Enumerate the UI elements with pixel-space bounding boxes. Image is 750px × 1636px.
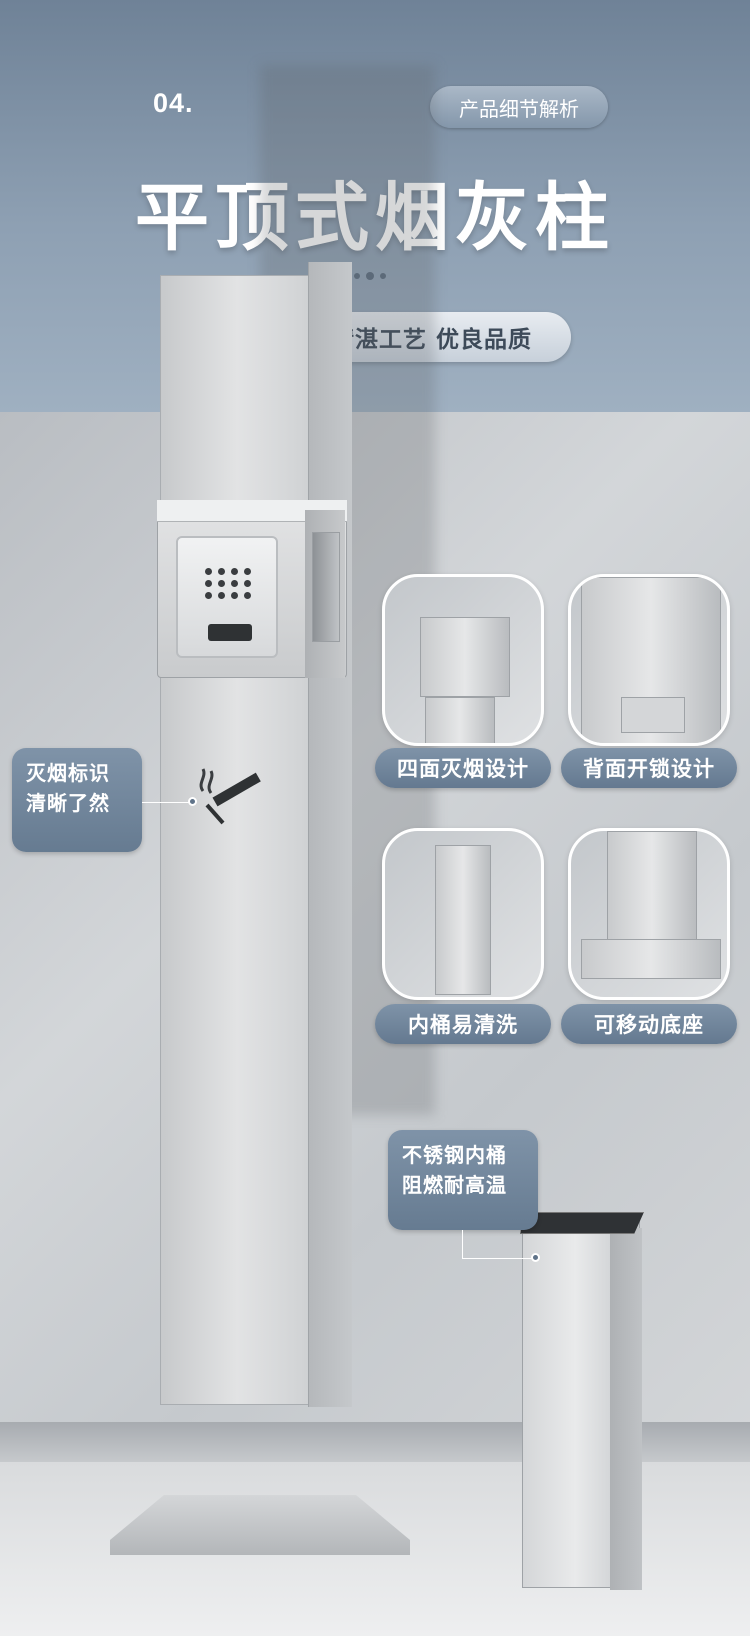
leader-dot xyxy=(188,797,197,806)
thumb-label: 内桶易清洗 xyxy=(375,1004,551,1044)
header-banner: 04. 产品细节解析 平顶式烟灰柱 大气端庄 精湛工艺 优良品质 xyxy=(0,0,750,412)
callout-line: 阻燃耐高温 xyxy=(402,1173,507,1197)
thumb-inner-bin xyxy=(382,828,544,1000)
callout-line: 清晰了然 xyxy=(26,791,110,815)
ash-holes xyxy=(205,568,252,599)
ash-slot xyxy=(208,624,252,641)
side-ash-panel xyxy=(312,532,340,642)
pillar-base xyxy=(110,1495,410,1555)
leader-line xyxy=(462,1230,463,1258)
leader-dot xyxy=(531,1253,540,1262)
section-tag: 产品细节解析 xyxy=(430,86,608,128)
no-smoking-icon xyxy=(199,768,261,825)
section-number: 04. xyxy=(153,88,194,118)
page-title: 平顶式烟灰柱 xyxy=(135,175,615,261)
thumb-label: 可移动底座 xyxy=(561,1004,737,1044)
inner-bin-side xyxy=(610,1228,642,1590)
leader-line xyxy=(142,802,192,803)
callout-no-smoking-sign: 灭烟标识 清晰了然 xyxy=(12,748,142,852)
inner-bin-opening xyxy=(520,1212,644,1234)
thumb-back-lock xyxy=(568,574,730,746)
callout-line: 不锈钢内桶 xyxy=(402,1143,507,1167)
divider-dots xyxy=(354,272,386,280)
leader-line xyxy=(462,1258,532,1259)
callout-inner-bin: 不锈钢内桶 阻燃耐高温 xyxy=(388,1130,538,1230)
thumb-movable-base xyxy=(568,828,730,1000)
callout-line: 灭烟标识 xyxy=(26,761,110,785)
ashtray-pillar-side xyxy=(308,262,352,1407)
ashtray-flat-top xyxy=(157,500,347,522)
thumb-label: 四面灭烟设计 xyxy=(375,748,551,788)
thumb-label: 背面开锁设计 xyxy=(561,748,737,788)
thumb-four-sides xyxy=(382,574,544,746)
